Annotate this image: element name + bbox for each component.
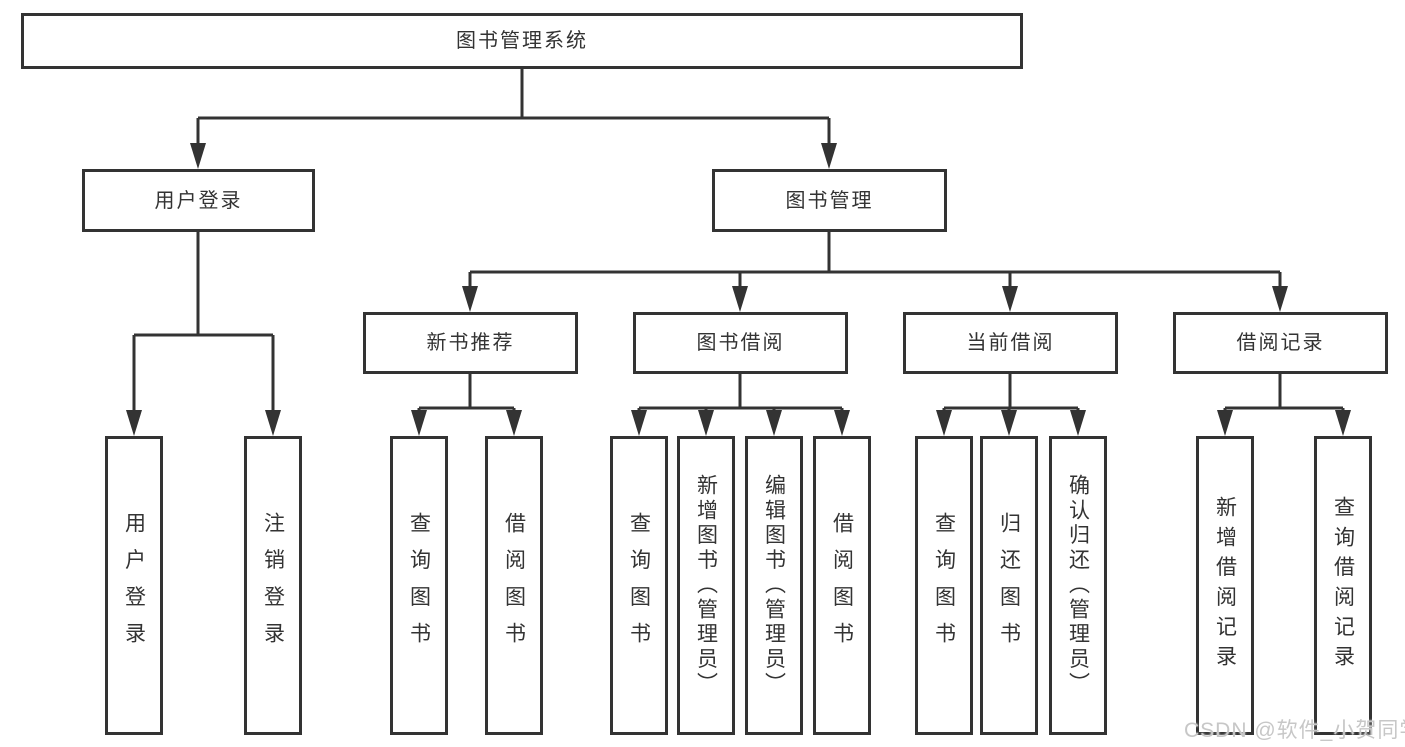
- leaf-add-books-admin: 新增图书（管理员）: [677, 436, 735, 735]
- node-new-book-recommend: 新书推荐: [363, 312, 578, 374]
- leaf-add-borrow-record: 新增借阅记录: [1196, 436, 1254, 735]
- leaf-logout: 注销登录: [244, 436, 302, 735]
- csdn-watermark: CSDN @软件_小贺同学: [1184, 719, 1405, 742]
- node-user-login-branch: 用户登录: [82, 169, 315, 232]
- leaf-confirm-return-admin: 确认归还（管理员）: [1049, 436, 1107, 735]
- node-book-borrow: 图书借阅: [633, 312, 848, 374]
- leaf-recommend-borrow-books: 借阅图书: [485, 436, 543, 735]
- node-root-system: 图书管理系统: [21, 13, 1023, 69]
- node-borrow-records: 借阅记录: [1173, 312, 1388, 374]
- leaf-user-login: 用户登录: [105, 436, 163, 735]
- node-current-borrow: 当前借阅: [903, 312, 1118, 374]
- leaf-return-books: 归还图书: [980, 436, 1038, 735]
- leaf-recommend-query-books: 查询图书: [390, 436, 448, 735]
- leaf-borrow-books: 借阅图书: [813, 436, 871, 735]
- leaf-borrow-query-books: 查询图书: [610, 436, 668, 735]
- leaf-current-query-books: 查询图书: [915, 436, 973, 735]
- node-book-management-branch: 图书管理: [712, 169, 947, 232]
- leaf-edit-books-admin: 编辑图书（管理员）: [745, 436, 803, 735]
- leaf-query-borrow-record: 查询借阅记录: [1314, 436, 1372, 735]
